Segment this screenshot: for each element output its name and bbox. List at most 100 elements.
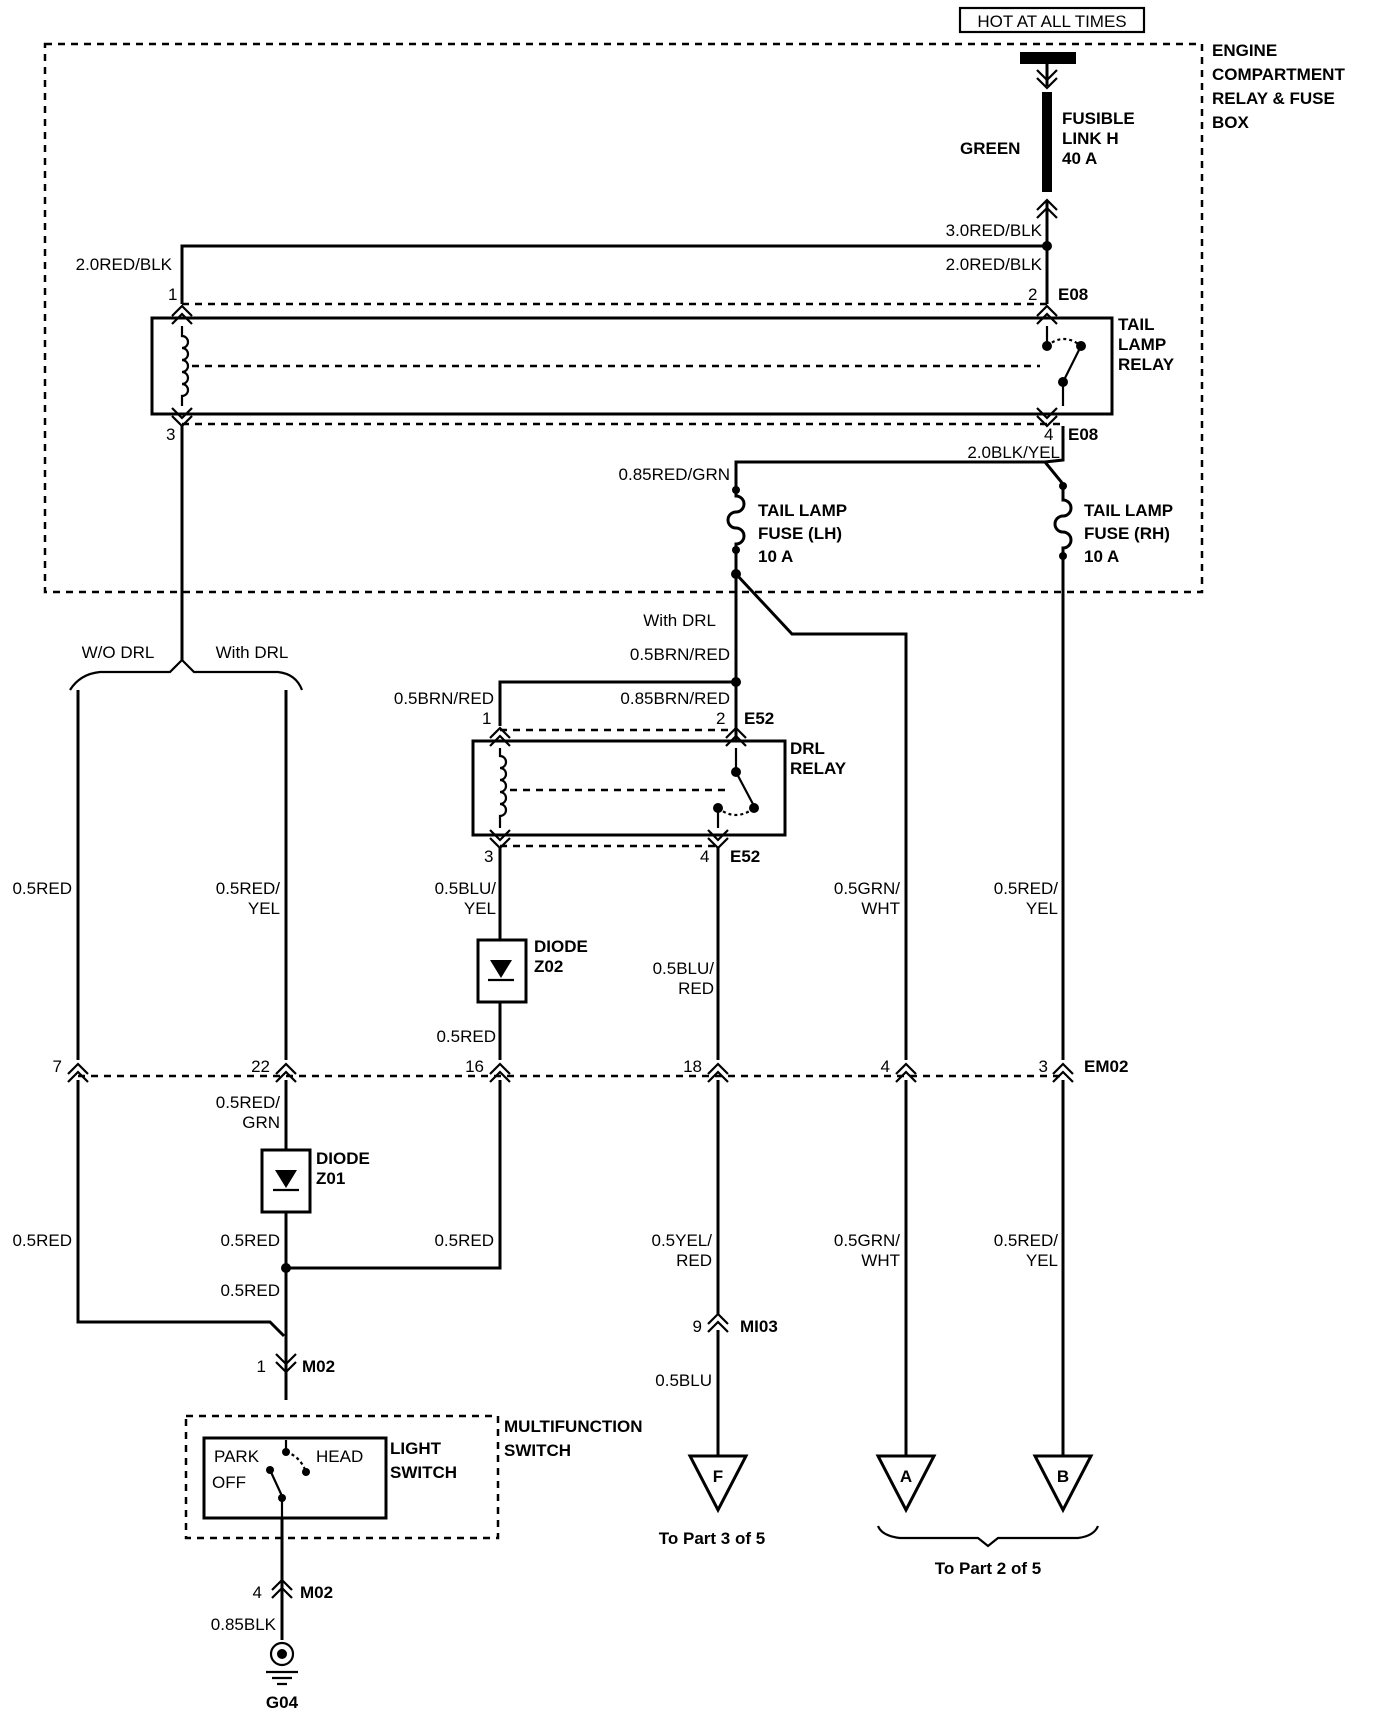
wire-label-0-5-red-left-lower: 0.5RED <box>12 1231 72 1250</box>
drl-relay-coil-conn-top <box>489 726 511 747</box>
wire-label-0-5-yel-red-a: 0.5YEL/ <box>652 1231 713 1250</box>
wire-label-0-5-blu-red-a: 0.5BLU/ <box>653 959 715 978</box>
with-drl-label-2: With DRL <box>643 611 716 630</box>
hot-at-all-times-label: HOT AT ALL TIMES <box>977 12 1126 31</box>
drl-relay-label-1: DRL <box>790 739 825 758</box>
fusible-link-color: GREEN <box>960 139 1020 158</box>
light-switch-label-1: LIGHT <box>390 1439 442 1458</box>
em02-label-3: 3 <box>1039 1057 1048 1076</box>
hot-at-all-times-box <box>958 6 1146 34</box>
tail-relay-conn-top: E08 <box>1058 285 1088 304</box>
fuse-lh-label-3: 10 A <box>758 547 793 566</box>
wire-label-0-5-red-yel-lower-a: 0.5RED/ <box>994 1231 1059 1250</box>
terminal-f-label: F <box>713 1467 723 1486</box>
em02-label-18: 18 <box>683 1057 702 1076</box>
light-switch-arc <box>285 1450 308 1473</box>
drl-relay-conn-bottom: E52 <box>730 847 760 866</box>
terminal-b-label: B <box>1057 1467 1069 1486</box>
power-bus-bar <box>1020 52 1076 64</box>
drl-brace <box>69 658 304 691</box>
fuse-lh-label-2: FUSE (LH) <box>758 524 842 543</box>
wire-top-horizontal <box>180 244 1047 304</box>
tail-relay-switch-conn-top <box>1036 304 1058 325</box>
wire-label-0-5-red-left: 0.5RED <box>12 879 72 898</box>
diode-z02-label-1: DIODE <box>534 937 588 956</box>
multifunction-switch-label-1: MULTIFUNCTION <box>504 1417 643 1436</box>
ground-g04-ring <box>269 1641 295 1667</box>
diode-z01-label-2: Z01 <box>316 1169 345 1188</box>
ref-part-2: To Part 2 of 5 <box>935 1559 1041 1578</box>
tail-relay-switch-conn-bottom <box>1036 407 1058 428</box>
wire-label-0-5-blu-yel-a: 0.5BLU/ <box>435 879 497 898</box>
wire-label-0-5-grn-wht-lower-b: WHT <box>861 1251 900 1270</box>
terminal-a <box>875 1454 937 1514</box>
multifunction-switch-box <box>184 1414 500 1540</box>
wire-label-0-5-blu-red-b: RED <box>678 979 714 998</box>
m02-pin-4-connector <box>271 1578 293 1599</box>
diode-z01-label-1: DIODE <box>316 1149 370 1168</box>
terminal-a-label: A <box>900 1467 912 1486</box>
wire-label-0-85-red-grn: 0.85RED/GRN <box>619 465 730 484</box>
box-label-4: BOX <box>1212 113 1250 132</box>
light-switch-park: PARK <box>214 1447 260 1466</box>
wire-fuse-lh-to-a <box>734 572 908 1060</box>
tail-relay-label-2: LAMP <box>1118 335 1166 354</box>
tail-lamp-fuse-lh <box>726 486 746 548</box>
diode-z02-symbol <box>490 960 512 978</box>
multifunction-switch-label-2: SWITCH <box>504 1441 571 1460</box>
drl-relay-switch-arm <box>735 771 755 807</box>
fusible-link-label-3: 40 A <box>1062 149 1097 168</box>
wire-label-0-5-blu-yel-b: YEL <box>464 899 496 918</box>
light-switch-off: OFF <box>212 1473 246 1492</box>
tail-relay-switch-arm <box>1062 345 1082 383</box>
engine-compartment-box <box>43 42 1204 594</box>
wire-label-0-5-red-yel-lower-b: YEL <box>1026 1251 1058 1270</box>
wire-label-0-5-red-yel-a: 0.5RED/ <box>216 879 281 898</box>
wire-label-3-0-red-blk: 3.0RED/BLK <box>946 221 1043 240</box>
drl-relay-conn-top: E52 <box>744 709 774 728</box>
tail-relay-pin-2: 2 <box>1028 285 1037 304</box>
diode-z02-label-2: Z02 <box>534 957 563 976</box>
em02-pin-4 <box>895 1062 917 1083</box>
wire-z02-return <box>286 1080 502 1270</box>
wire-label-0-5-blu: 0.5BLU <box>655 1371 712 1390</box>
tail-relay-coil <box>180 326 190 406</box>
wire-label-2-0-red-blk-left: 2.0RED/BLK <box>76 255 173 274</box>
tail-relay-switch-arc <box>1046 337 1082 347</box>
box-label-1: ENGINE <box>1212 41 1277 60</box>
wire-label-0-5-yel-red-b: RED <box>676 1251 712 1270</box>
light-switch-label-2: SWITCH <box>390 1463 457 1482</box>
em02-pin-7 <box>67 1062 89 1083</box>
drl-relay-coil <box>498 748 508 828</box>
wire-0-5-red-left-lower <box>76 1080 286 1338</box>
mi03-pin-label: 9 <box>693 1317 702 1336</box>
drl-relay-switch-arc <box>717 807 755 817</box>
em02-label-7: 7 <box>53 1057 62 1076</box>
terminal-b <box>1032 1454 1094 1514</box>
drl-relay-pin-1: 1 <box>482 709 491 728</box>
wire-label-0-85-blk: 0.85BLK <box>211 1615 277 1634</box>
mi03-connector <box>707 1312 729 1333</box>
bus-connector <box>1036 69 1058 90</box>
m02-pin-4-label: 4 <box>253 1583 262 1602</box>
wire-label-0-85-brn-red: 0.85BRN/RED <box>620 689 730 708</box>
fuse-rh-label-2: FUSE (RH) <box>1084 524 1170 543</box>
tail-relay-label-3: RELAY <box>1118 355 1175 374</box>
box-label-2: COMPARTMENT <box>1212 65 1345 84</box>
with-drl-label: With DRL <box>216 643 289 662</box>
diode-z02 <box>476 938 528 1004</box>
wire-label-0-5-red-z01: 0.5RED <box>220 1231 280 1250</box>
wo-drl-label: W/O DRL <box>82 643 155 662</box>
wire-label-0-5-grn-wht-a: 0.5GRN/ <box>834 879 900 898</box>
tail-relay-label-1: TAIL <box>1118 315 1155 334</box>
wire-label-0-5-brn-red-1: 0.5BRN/RED <box>630 645 730 664</box>
ref-part-3: To Part 3 of 5 <box>659 1529 765 1548</box>
wire-label-0-5-red-yel-rh-a: 0.5RED/ <box>994 879 1059 898</box>
em02-label-16: 16 <box>465 1057 484 1076</box>
ground-g04-symbol <box>266 1670 298 1686</box>
m02-pin-1-connector <box>275 1353 297 1374</box>
wire-label-0-5-grn-wht-b: WHT <box>861 899 900 918</box>
wire-label-0-5-red-yel-b: YEL <box>248 899 280 918</box>
wire-drl-coil-feed <box>498 680 736 726</box>
